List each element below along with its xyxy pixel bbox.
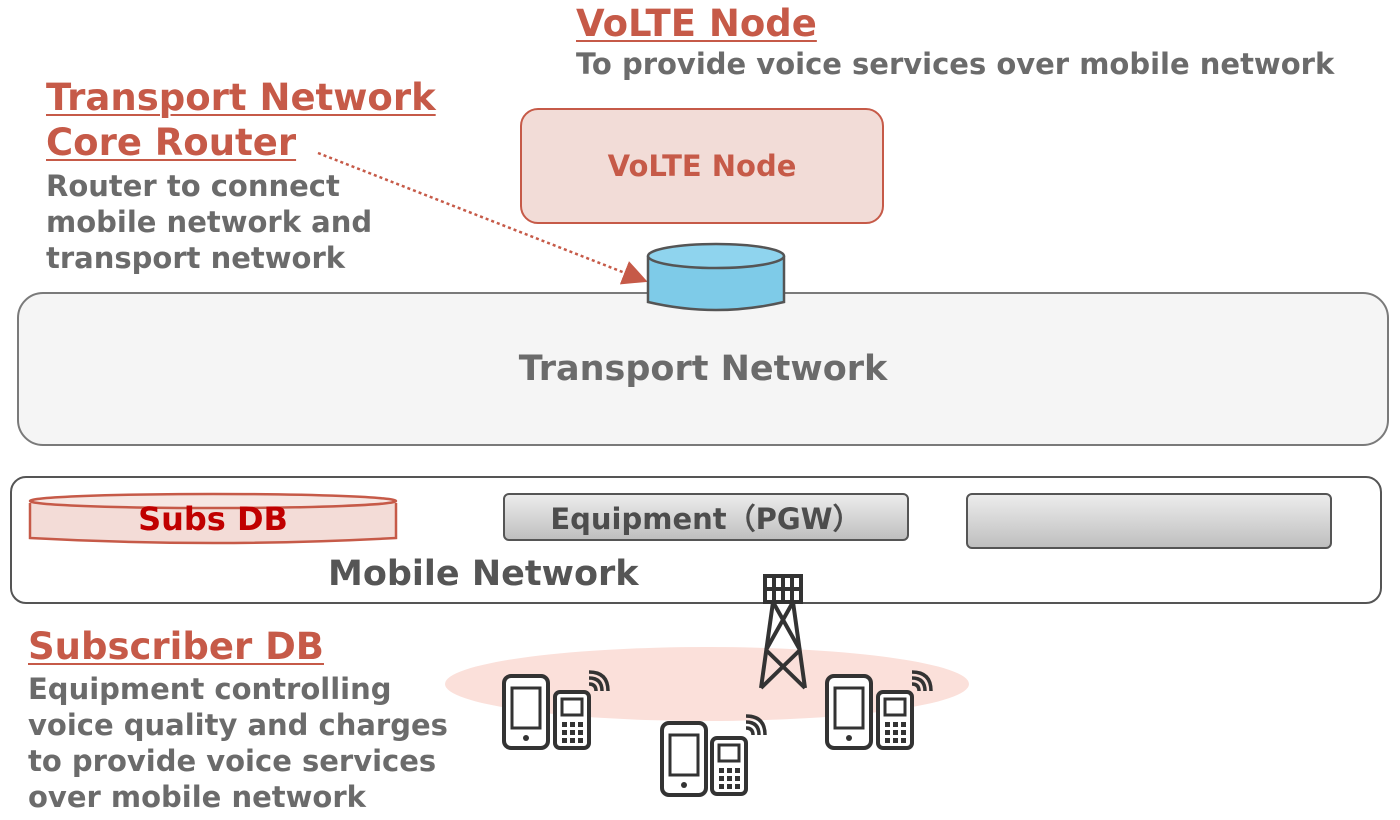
equipment-pgw-label: Equipment（PGW） xyxy=(550,502,862,536)
core-router-desc-line1: Router to connect xyxy=(46,169,340,203)
volte-node-title: VoLTE Node xyxy=(576,2,817,45)
volte-node-box: VoLTE Node xyxy=(520,108,884,224)
volte-node-description: To provide voice services over mobile ne… xyxy=(576,47,1335,81)
subs-db-label: Subs DB xyxy=(138,500,288,538)
phone-group-right xyxy=(825,670,933,750)
equipment-pgw-box: Equipment（PGW） xyxy=(503,493,909,541)
equipment-box-2 xyxy=(966,493,1332,549)
phone-group-center xyxy=(660,714,767,797)
core-router-title-line2: Core Router xyxy=(46,121,297,164)
subscriber-db-desc-line4: over mobile network xyxy=(28,780,366,814)
volte-node-box-label: VoLTE Node xyxy=(607,149,797,183)
subscriber-db-title: Subscriber DB xyxy=(28,625,324,668)
core-router-desc-line3: transport network xyxy=(46,241,346,275)
transport-network-label: Transport Network xyxy=(518,349,888,389)
core-router-desc-line2: mobile network and xyxy=(46,205,373,239)
coverage-area xyxy=(445,647,969,721)
mobile-network-label: Mobile Network xyxy=(328,554,639,594)
subscriber-db-desc-line3: to provide voice services xyxy=(28,744,437,778)
core-router-title-line1: Transport Network xyxy=(46,76,436,119)
subscriber-db-desc-line2: voice quality and charges xyxy=(28,708,448,742)
phone-group-left xyxy=(502,670,610,750)
subscriber-db-desc-line1: Equipment controlling xyxy=(28,672,392,706)
